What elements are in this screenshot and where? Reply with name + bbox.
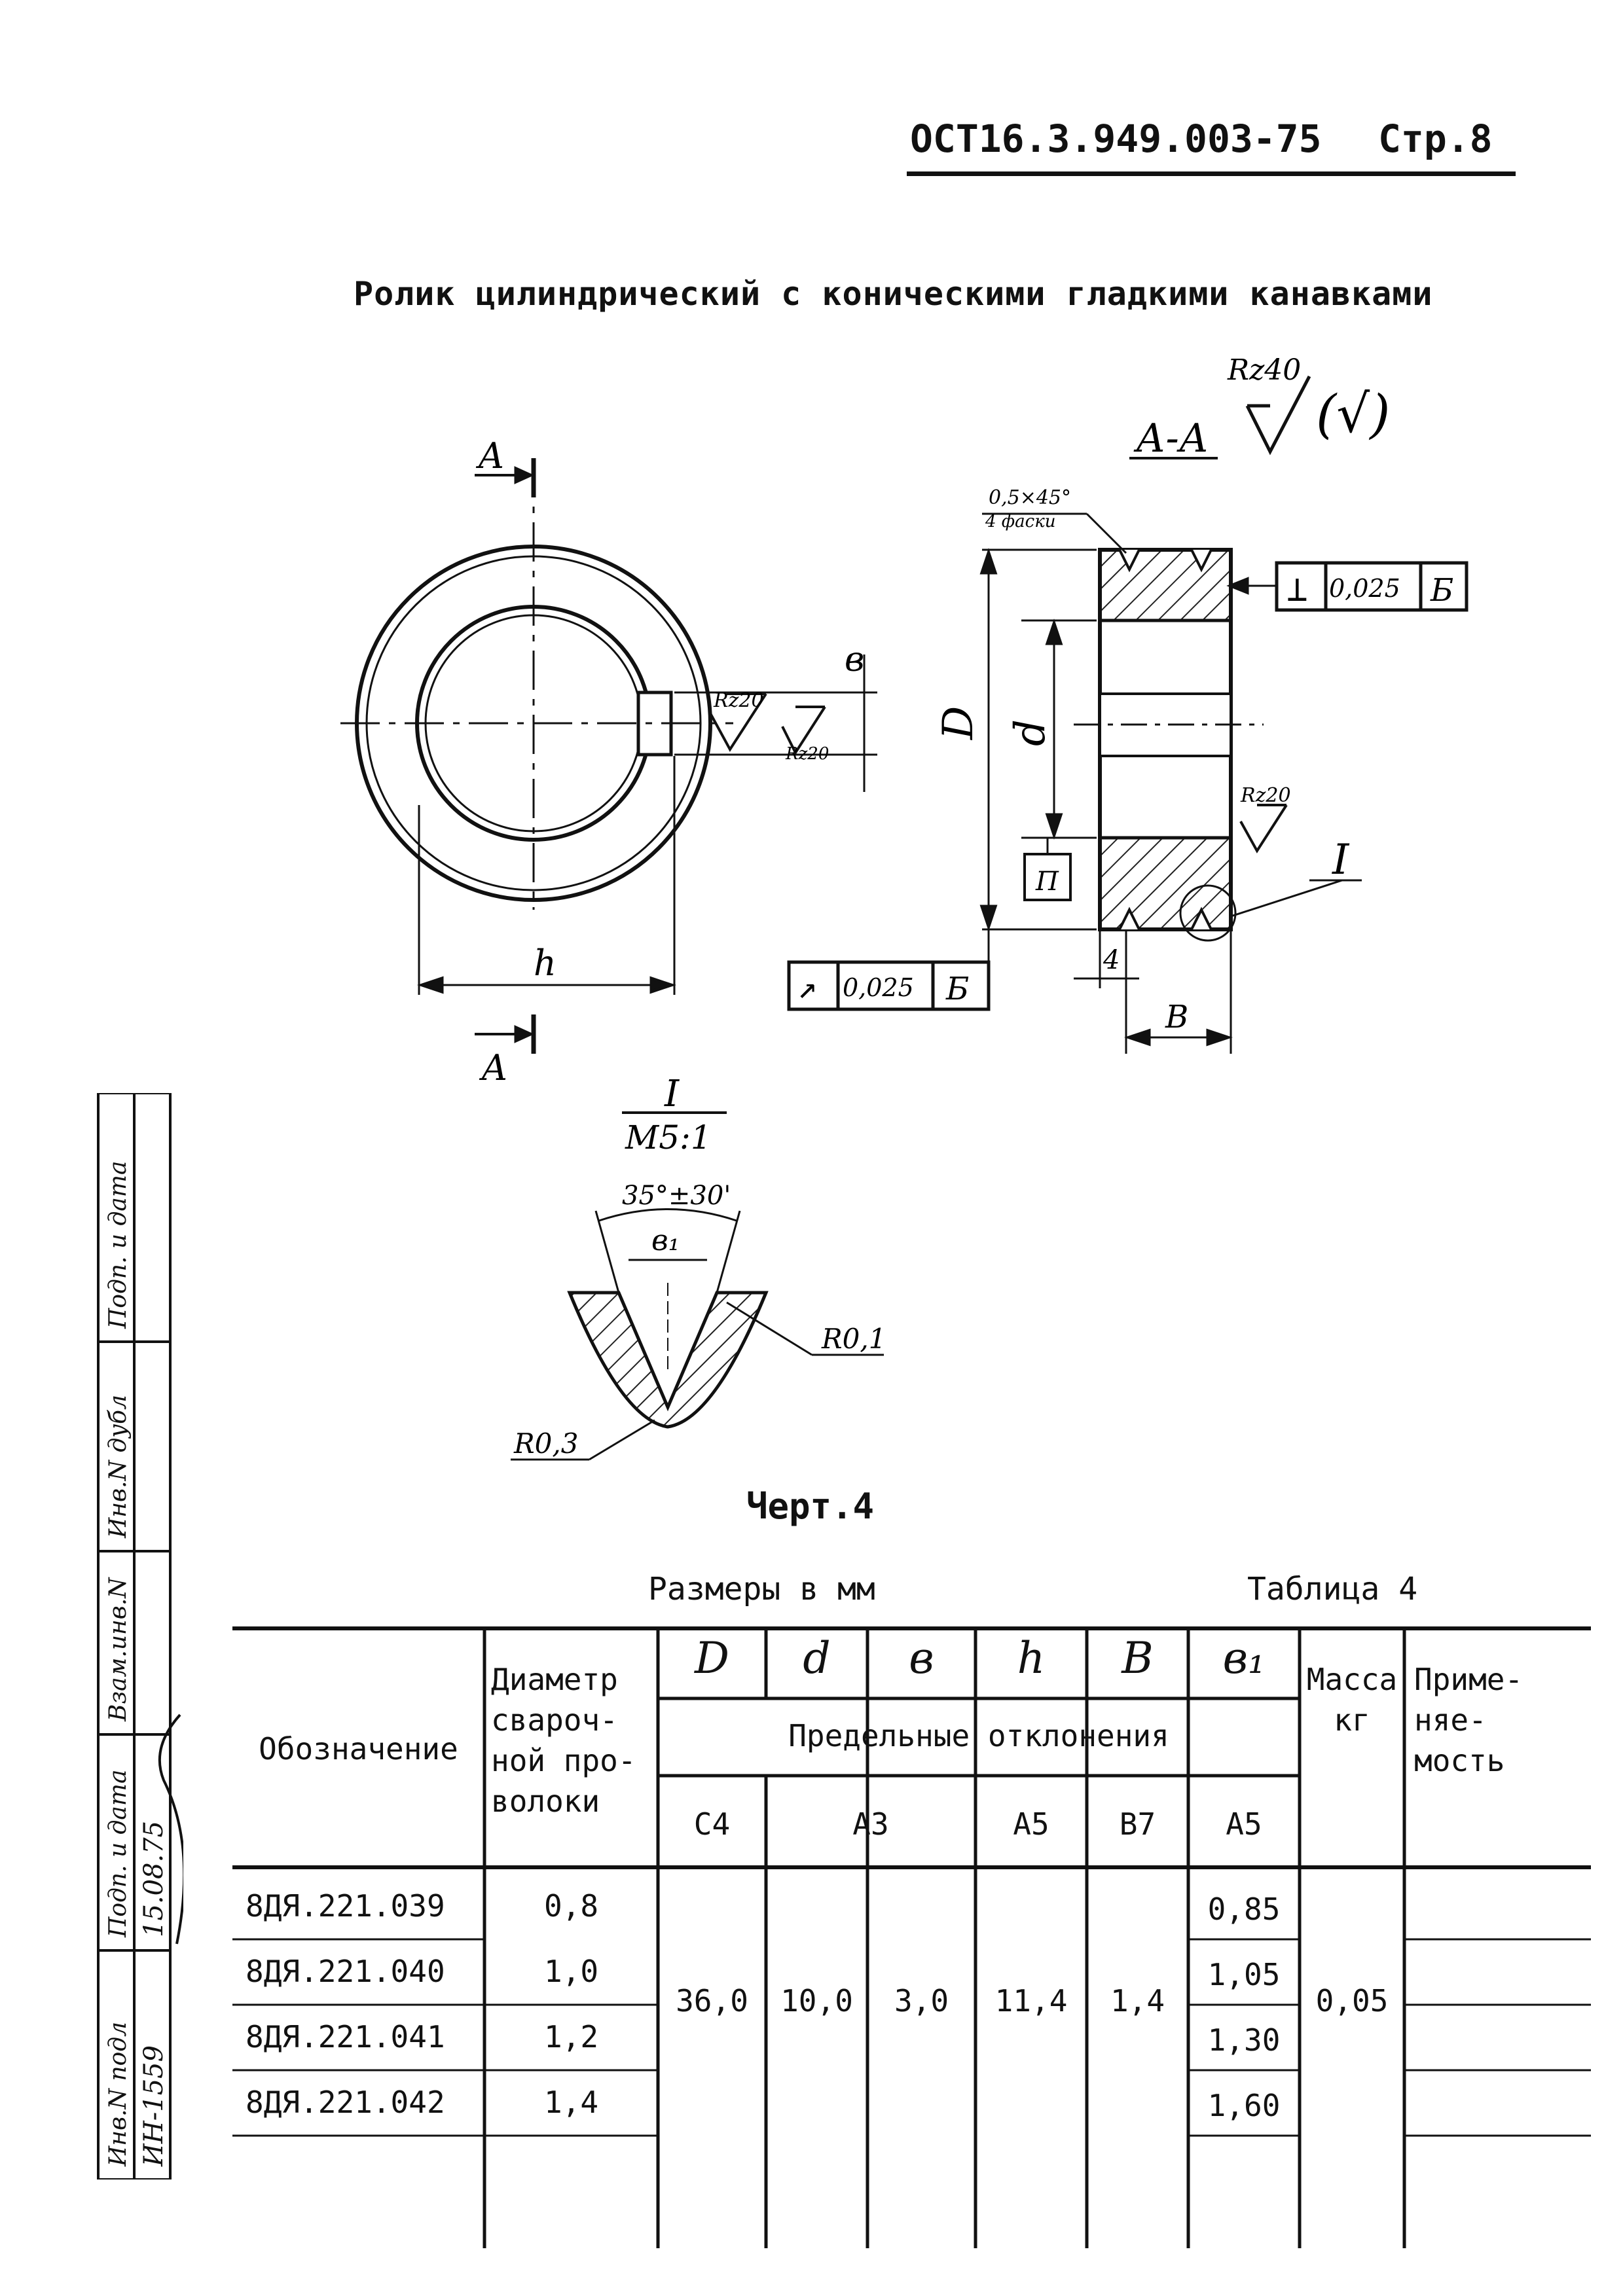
section-view <box>787 375 1468 1054</box>
tol-perp-value: 0,025 <box>1329 574 1400 603</box>
table-grid <box>232 1626 1591 2248</box>
detail-angle: 35°±30' <box>622 1181 731 1211</box>
header-limit-deviations: Предельные отклонения <box>788 1718 1169 1753</box>
section-label: А-А <box>1133 416 1209 461</box>
stamp-replace-label: Взам.инв.N <box>105 1577 132 1722</box>
merged-b: 3,0 <box>894 1983 949 2018</box>
dim-4-label: 4 <box>1103 945 1120 975</box>
base-label: П <box>1035 867 1059 897</box>
header-sym-d: d <box>803 1633 831 1683</box>
roughness-main: Rz40 <box>1227 353 1301 387</box>
tol-runout-base: Б <box>945 971 969 1007</box>
header-applicability: Приме-няе-мость <box>1414 1662 1523 1778</box>
table-row-wire: 1,2 <box>543 2019 599 2054</box>
header-sym-b: в <box>909 1633 934 1683</box>
detail-r1: R0,1 <box>821 1323 886 1355</box>
dim-h-label: h <box>534 942 556 984</box>
dev-h: А5 <box>1013 1806 1049 1842</box>
table-row-b1: 0,85 <box>1207 1892 1281 1927</box>
stamp-date-value: 15.08.75 <box>139 1821 169 1937</box>
front-view <box>340 458 877 1054</box>
table-number: Таблица 4 <box>1247 1571 1418 1607</box>
header-sym-B: В <box>1122 1633 1154 1683</box>
table-row-b1: 1,30 <box>1207 2022 1281 2058</box>
dev-d-b: А3 <box>852 1806 889 1842</box>
tol-perp-base: Б <box>1430 572 1453 609</box>
merged-B: 1,4 <box>1110 1983 1165 2018</box>
document-number: ОСТ16.3.949.003-75 <box>910 117 1322 161</box>
page-title: Ролик цилиндрический с коническими гладк… <box>354 275 1433 313</box>
stamp-dupl-label: Инв.N дубл <box>105 1395 132 1539</box>
stamp-inv-value: ИН-1559 <box>139 2045 169 2167</box>
merged-h: 11,4 <box>994 1983 1068 2018</box>
dev-D: С4 <box>693 1806 731 1842</box>
table-row-wire: 1,0 <box>543 1954 599 1989</box>
stamp-inv-label: Инв.N подл <box>105 2022 132 2167</box>
dev-b1: А5 <box>1226 1806 1262 1842</box>
tol-runout-value: 0,025 <box>843 973 914 1002</box>
tol-runout-symbol: ↗ <box>797 968 817 1006</box>
units-note: Размеры в мм <box>648 1571 875 1607</box>
page-number: Стр.8 <box>1378 117 1493 161</box>
detail-ref: I <box>1332 836 1350 884</box>
table-row-wire: 1,4 <box>543 2085 599 2120</box>
header-sym-h: h <box>1017 1633 1046 1683</box>
detail-title: I <box>664 1073 680 1115</box>
header-underline <box>907 171 1516 176</box>
stamp-frame: Инв.N подл Подп. и дата Взам.инв.N Инв.N… <box>97 1093 183 2179</box>
detail-b1: в₁ <box>651 1224 680 1257</box>
stamp-sign-label-1: Подп. и дата <box>105 1770 132 1938</box>
merged-D: 36,0 <box>676 1983 748 2018</box>
table-row-b1: 1,60 <box>1207 2088 1281 2123</box>
dev-B: В7 <box>1119 1806 1156 1842</box>
cut-label-top: А <box>475 435 505 476</box>
header-sym-D: D <box>695 1633 729 1683</box>
roughness-label-3: Rz20 <box>1240 784 1291 807</box>
roughness-label-2: Rz20 <box>785 744 829 764</box>
table-row-b1: 1,05 <box>1207 1957 1281 1992</box>
dim-D-label: D <box>934 706 983 740</box>
table-row-designation: 8ДЯ.221.039 <box>246 1888 445 1924</box>
technical-drawing: А А А-А Rz40 (√) Rz20 Rz20 Rz20 0,5×45° … <box>340 353 1468 1461</box>
table-row-designation: 8ДЯ.221.042 <box>246 2085 445 2120</box>
detail-view <box>511 1111 884 1461</box>
side-stamp: Инв.N подл Подп. и дата Взам.инв.N Инв.N… <box>85 1093 183 2179</box>
dim-B-label: В <box>1165 999 1188 1035</box>
detail-scale: М5:1 <box>625 1119 712 1157</box>
cut-label-bottom: А <box>479 1047 508 1088</box>
stamp-sign-label-2: Подп. и дата <box>105 1161 132 1329</box>
chamfer-note: 4 фаски <box>985 512 1056 531</box>
roughness-label-1: Rz20 <box>713 689 764 712</box>
roughness-rest: (√) <box>1316 384 1390 444</box>
chamfer-label: 0,5×45° <box>989 486 1071 509</box>
dim-d-label: d <box>1006 719 1055 746</box>
merged-mass: 0,05 <box>1315 1983 1389 2018</box>
table-row-wire: 0,8 <box>543 1888 599 1924</box>
dim-b-label: в <box>845 640 864 679</box>
table-row-designation: 8ДЯ.221.040 <box>246 1954 445 1989</box>
table-row-designation: 8ДЯ.221.041 <box>246 2019 445 2054</box>
tol-perp-symbol: ⊥ <box>1286 568 1308 609</box>
detail-r2: R0,3 <box>513 1427 578 1460</box>
merged-d: 10,0 <box>780 1983 853 2018</box>
signature-mark <box>158 1713 183 1945</box>
header-sym-b1: в₁ <box>1222 1633 1266 1683</box>
figure-caption: Черт.4 <box>746 1486 875 1527</box>
header-designation: Обозначение <box>259 1731 458 1767</box>
